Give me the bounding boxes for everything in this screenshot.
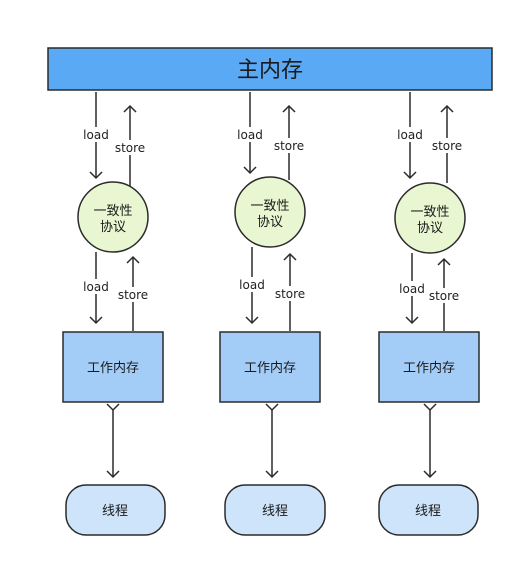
upper-arrows-3: load store bbox=[395, 92, 465, 183]
main-memory-node: 主内存 bbox=[47, 47, 493, 91]
column-2: load store 一致性 协议 load store 工作内存 线程 bbox=[219, 92, 326, 536]
upper-arrows-2: load store bbox=[235, 92, 307, 180]
store-label-upper: store bbox=[432, 139, 462, 153]
lower-arrows-1: load store bbox=[81, 252, 151, 331]
load-label-lower: load bbox=[399, 282, 425, 296]
consistency-protocol-node: 一致性 协议 bbox=[394, 182, 466, 254]
upper-arrows-1: load store bbox=[81, 92, 148, 186]
load-label-upper: load bbox=[237, 128, 263, 142]
lower-arrows-3: load store bbox=[397, 253, 462, 331]
consistency-protocol-node: 一致性 协议 bbox=[77, 181, 149, 253]
store-label-lower: store bbox=[275, 287, 305, 301]
store-label-upper: store bbox=[115, 141, 145, 155]
store-label-lower: store bbox=[429, 289, 459, 303]
load-label-upper: load bbox=[83, 128, 109, 142]
working-memory-node: 工作内存 bbox=[219, 331, 321, 403]
thread-label: 线程 bbox=[262, 504, 288, 519]
store-label-upper: store bbox=[274, 139, 304, 153]
working-memory-label: 工作内存 bbox=[403, 360, 455, 376]
thread-node: 线程 bbox=[378, 484, 479, 536]
load-label-lower: load bbox=[239, 278, 265, 292]
protocol-label-line1: 一致性 bbox=[93, 204, 132, 219]
lower-arrows-2: load store bbox=[237, 247, 308, 331]
column-3: load store 一致性 协议 load store 工作内存 线程 bbox=[378, 92, 480, 536]
load-label-lower: load bbox=[83, 280, 109, 294]
working-memory-label: 工作内存 bbox=[87, 360, 139, 376]
thread-label: 线程 bbox=[102, 504, 128, 519]
protocol-label-line2: 协议 bbox=[257, 215, 283, 230]
thread-label: 线程 bbox=[415, 504, 441, 519]
column-1: load store 一致性 协议 load store 工作内存 线程 bbox=[62, 92, 166, 536]
working-memory-node: 工作内存 bbox=[62, 331, 164, 403]
load-label-upper: load bbox=[397, 128, 423, 142]
store-label-lower: store bbox=[118, 288, 148, 302]
protocol-label-line1: 一致性 bbox=[410, 205, 449, 220]
thread-node: 线程 bbox=[224, 484, 326, 536]
working-memory-node: 工作内存 bbox=[378, 331, 480, 403]
protocol-label-line2: 协议 bbox=[417, 221, 443, 236]
thread-node: 线程 bbox=[65, 484, 166, 536]
working-memory-label: 工作内存 bbox=[244, 360, 296, 376]
protocol-label-line2: 协议 bbox=[100, 220, 126, 235]
protocol-label-line1: 一致性 bbox=[250, 199, 289, 214]
main-memory-label: 主内存 bbox=[237, 58, 303, 83]
consistency-protocol-node: 一致性 协议 bbox=[234, 176, 306, 248]
